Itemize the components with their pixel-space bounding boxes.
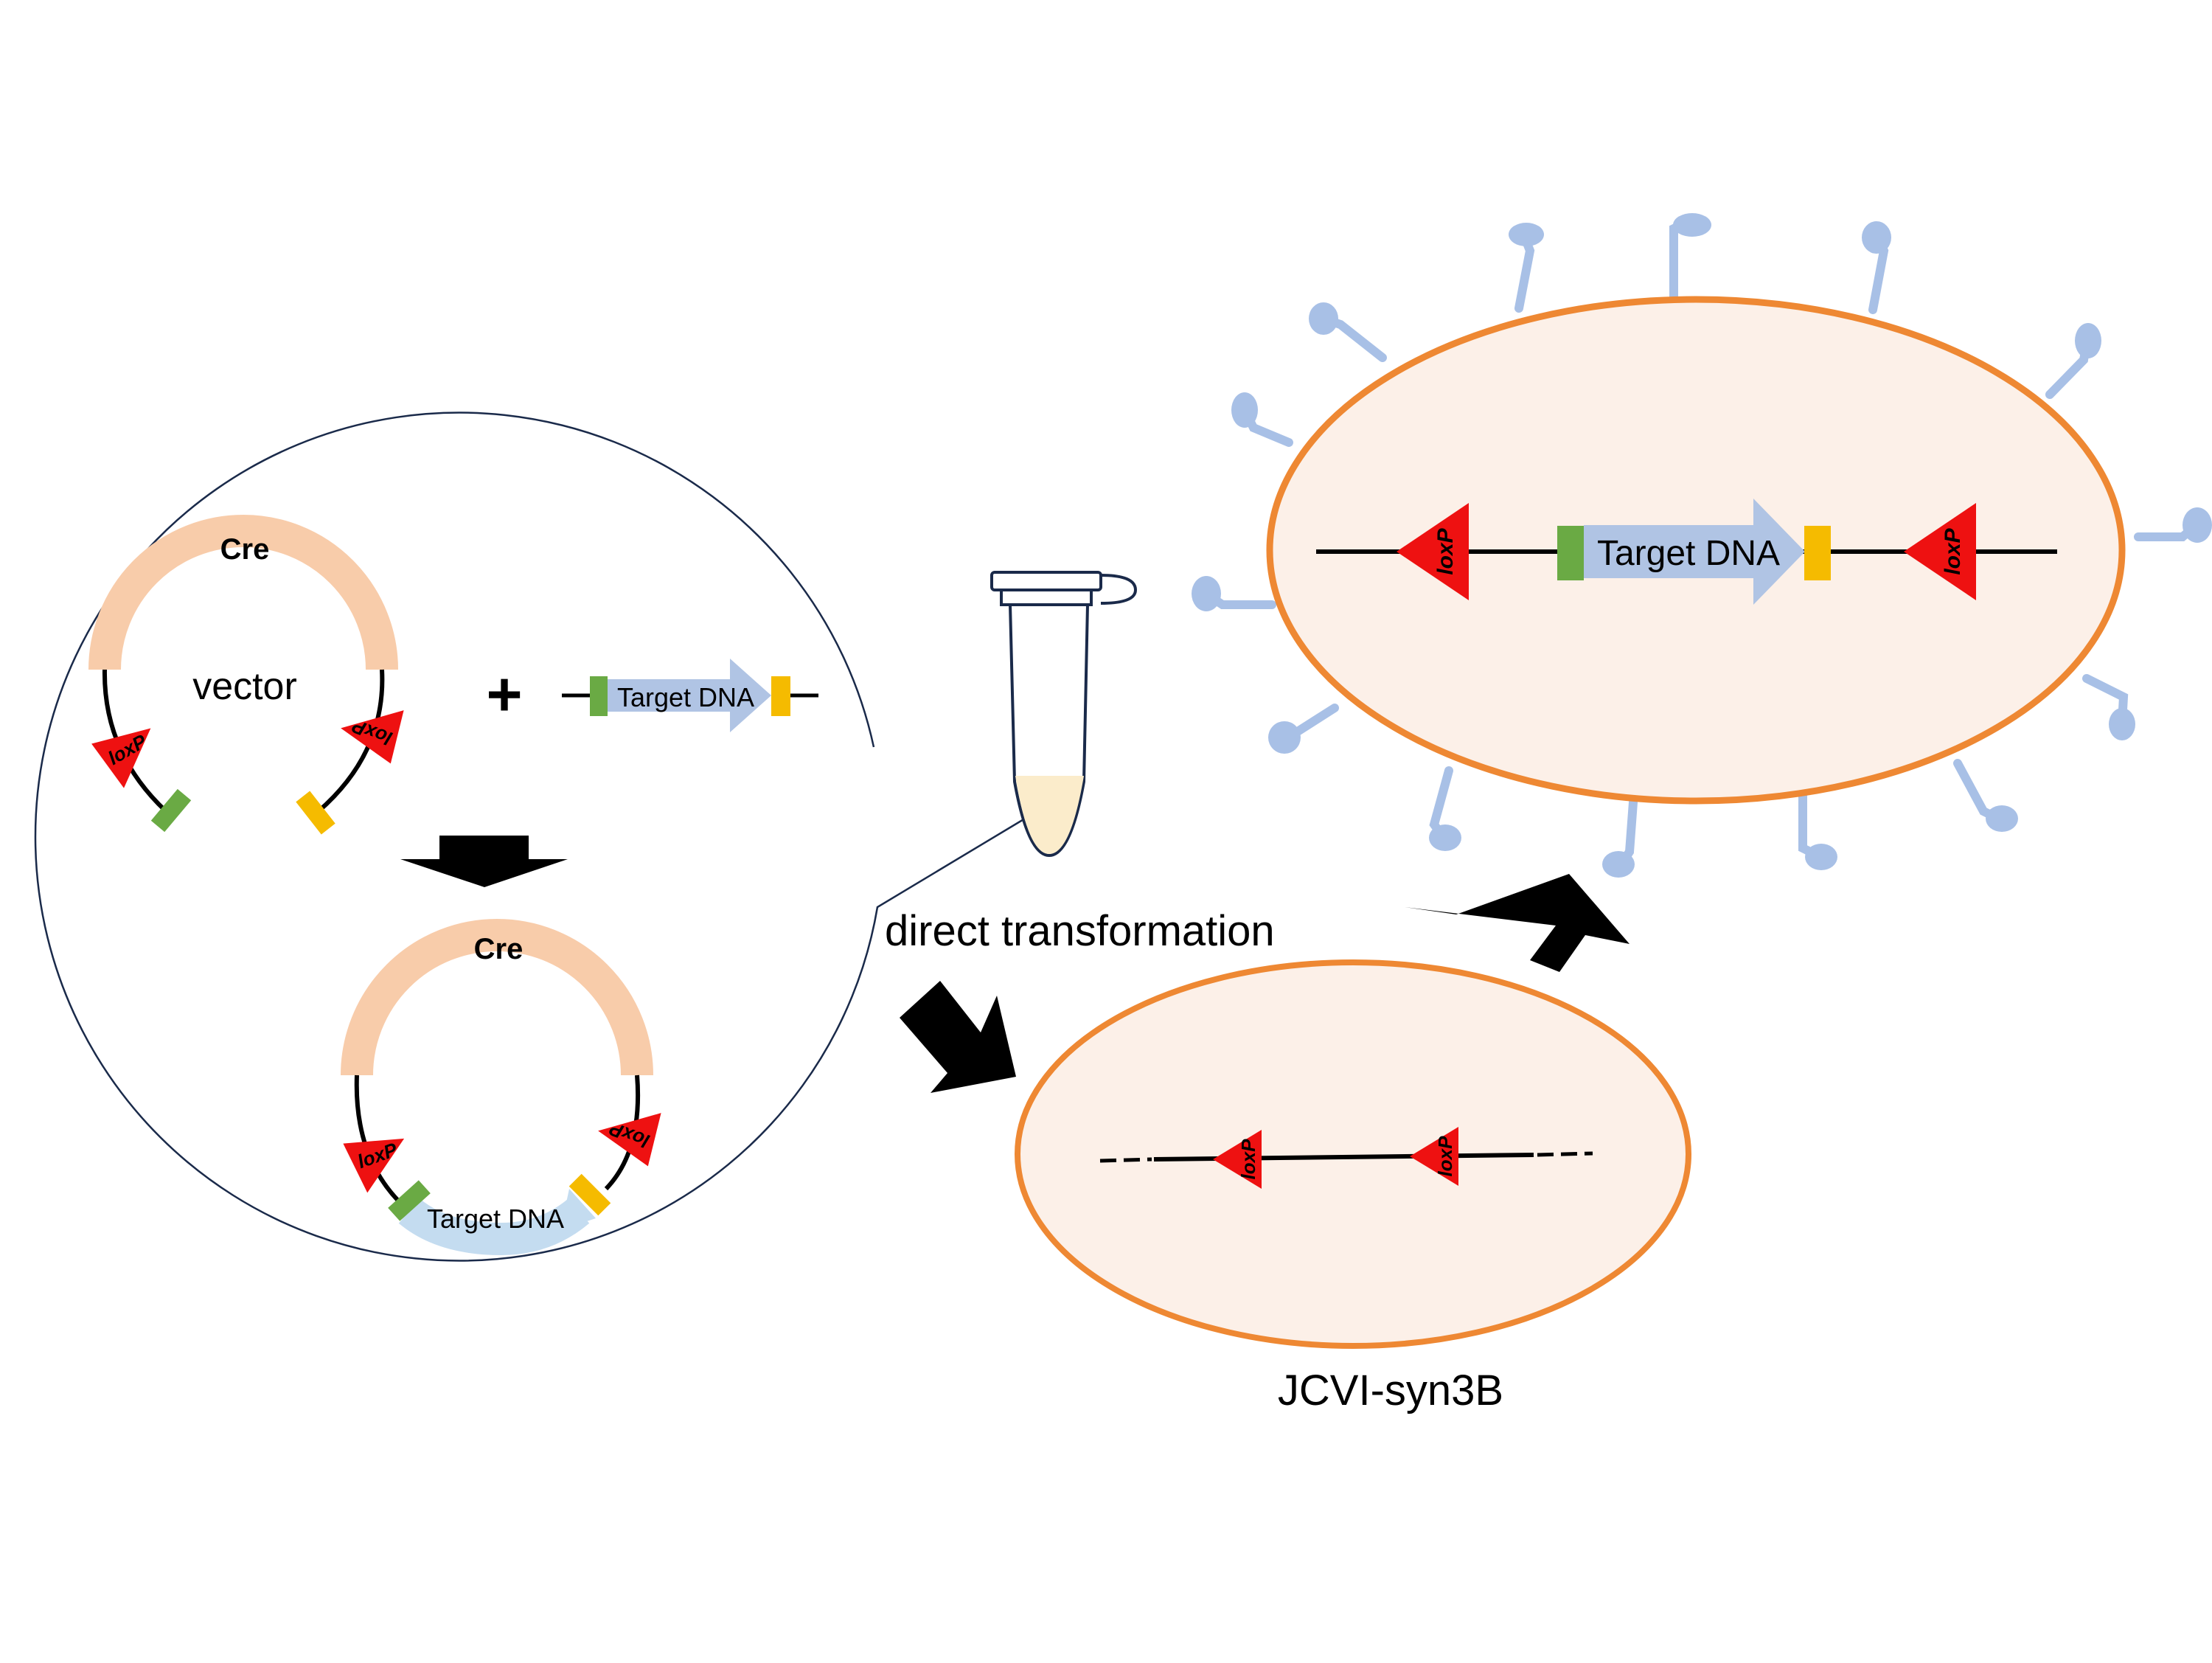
target-dna-arc-head (560, 1189, 596, 1230)
loxp-triangle (1410, 1127, 1458, 1186)
cre-arc-bottom (341, 919, 653, 1076)
tube-rim (1000, 589, 1093, 606)
green-homology-site (150, 788, 192, 833)
direct-transformation-label: direct transformation (885, 907, 1275, 955)
vector-label: vector (192, 665, 297, 708)
microcentrifuge-tube-icon (990, 571, 1138, 858)
yellow-homology-site (568, 1173, 611, 1216)
target-dna-label: Target DNA (427, 1204, 564, 1234)
green-homology-site (388, 1180, 431, 1221)
flagellum-tip (1268, 721, 1301, 754)
flagellum-tip (1231, 392, 1258, 428)
target-dna-fragment: Target DNA (562, 659, 818, 732)
loxp-label: loxP (1237, 1139, 1259, 1180)
tube-liquid (1015, 776, 1084, 854)
green-homology-site (1557, 526, 1584, 580)
plus-sign: + (486, 659, 522, 729)
yellow-homology-site (296, 791, 335, 835)
genome-dash-left (1099, 1157, 1152, 1163)
magnified-bubble (34, 412, 1026, 1262)
flagellum-tip (1309, 302, 1338, 335)
loxp-site: loxP (1410, 1127, 1458, 1186)
cre-arc-top (88, 515, 398, 670)
loxp-site: loxP (1213, 1130, 1262, 1189)
flagellum-tip (2183, 507, 2212, 543)
loxp-site: loxP (1904, 503, 1976, 600)
yellow-homology-site (1804, 526, 1831, 580)
flagellum-tip (1602, 851, 1635, 878)
flagellum-tip (2109, 708, 2135, 740)
target-dna-arc (398, 1198, 590, 1256)
flagellum-tip (1805, 844, 1837, 870)
loxp-site: loxP (598, 1113, 661, 1167)
target-dna-arrow (605, 659, 771, 732)
diagonal-arrow-icon (900, 981, 1016, 1093)
flagella-tips (1192, 213, 2212, 878)
genome-dash-right (1537, 1151, 1593, 1157)
loxp-triangle (341, 710, 404, 764)
loxp-label: loxP (1433, 527, 1458, 574)
assembled-plasmid: Cre Target DNA loxP loxP (341, 919, 661, 1256)
loxp-label: loxP (1434, 1136, 1456, 1177)
loxp-triangle (1904, 503, 1976, 600)
jcvi-cell: loxP loxP (1015, 959, 1691, 1349)
cre-label-bottom: Cre (474, 933, 524, 965)
loxp-site: loxP (341, 710, 404, 764)
bubble-outline (34, 412, 1026, 1262)
flagellum-tip (1429, 824, 1461, 851)
loxp-triangle (91, 728, 151, 788)
loxp-triangle (343, 1138, 405, 1193)
flagellum-tip (1192, 576, 1221, 611)
loxp-triangle (598, 1113, 661, 1167)
flagellum-tip (1673, 213, 1711, 237)
loxp-site: loxP (343, 1138, 405, 1193)
flagellum-tip (1862, 221, 1891, 254)
loxp-label: loxP (1941, 527, 1965, 574)
target-dna-label: Target DNA (1597, 534, 1780, 573)
flagellum-tip (1986, 805, 2018, 832)
loxp-site: loxP (91, 728, 151, 788)
cre-label-top: Cre (220, 533, 270, 566)
yellow-homology-site (771, 676, 790, 716)
down-arrow-icon (400, 836, 568, 887)
flagellum-tip (2075, 323, 2101, 358)
flagellum-tip (1509, 223, 1544, 246)
loxp-triangle (1213, 1130, 1262, 1189)
open-vector: Cre vector loxP loxP (88, 515, 404, 835)
up-arrow-icon (1405, 874, 1630, 972)
loxp-site: loxP (1397, 503, 1469, 600)
loxp-triangle (1397, 503, 1469, 600)
jcvi-label: JCVI-syn3B (1278, 1367, 1503, 1414)
target-dna-arrow (1584, 499, 1805, 605)
tube-lid (990, 571, 1102, 591)
flagellum (1514, 233, 1535, 313)
flagellum (1669, 221, 1686, 313)
small-cell-membrane (1015, 959, 1691, 1349)
tube-hinge (1100, 574, 1138, 605)
target-dna-label: Target DNA (617, 682, 754, 712)
green-homology-site (590, 676, 608, 716)
transformed-cell: loxP Target DNA loxP (1192, 213, 2212, 878)
